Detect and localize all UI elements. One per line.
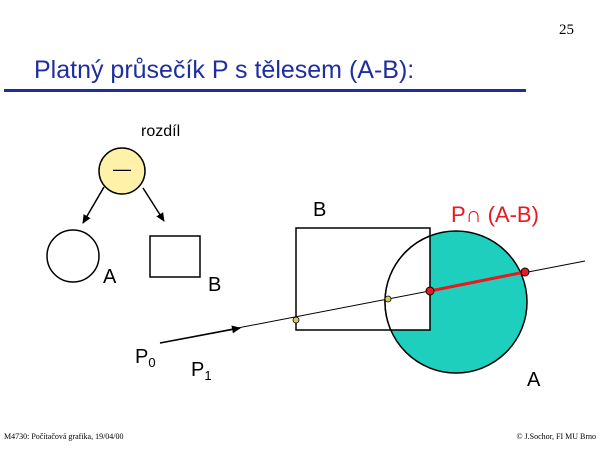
footer-course: M4730: Počítačová grafika, 19/04/00 [4, 432, 124, 441]
footer-author: © J.Sochor, FI MU Brno [516, 432, 596, 441]
tree-edge-left-arrow [82, 186, 105, 224]
slide-title: Platný průsečík P s tělesem (A-B): [34, 56, 415, 84]
tree-leaf-label-a: A [103, 266, 117, 288]
valid-entry-point [425, 286, 435, 296]
title-underline [4, 89, 526, 92]
valid-intersection-segment [429, 270, 526, 293]
box-entry-point [292, 316, 300, 324]
box-b [295, 227, 431, 331]
valid-exit-point [520, 267, 530, 277]
ray-origin-label: P0 [135, 346, 156, 370]
ray-direction-label: P1 [191, 359, 212, 383]
scene-label-a: A [527, 369, 541, 391]
tree-leaf-box [149, 235, 201, 278]
sphere-inside-box-region [384, 235, 430, 330]
difference-operator-symbol: — [113, 159, 131, 179]
tree-edge-right-arrow [142, 187, 165, 222]
difference-operator-node [98, 147, 146, 195]
ray-direction-arrow [159, 325, 241, 344]
scene-label-b: B [313, 199, 326, 221]
sphere-entry-point [384, 295, 392, 303]
tree-leaf-sphere [46, 229, 100, 283]
tree-root-label: rozdíl [141, 123, 180, 140]
tree-leaf-label-b: B [208, 274, 221, 296]
page-number: 25 [559, 22, 574, 38]
result-label: P∩ (A-B) [451, 202, 539, 227]
